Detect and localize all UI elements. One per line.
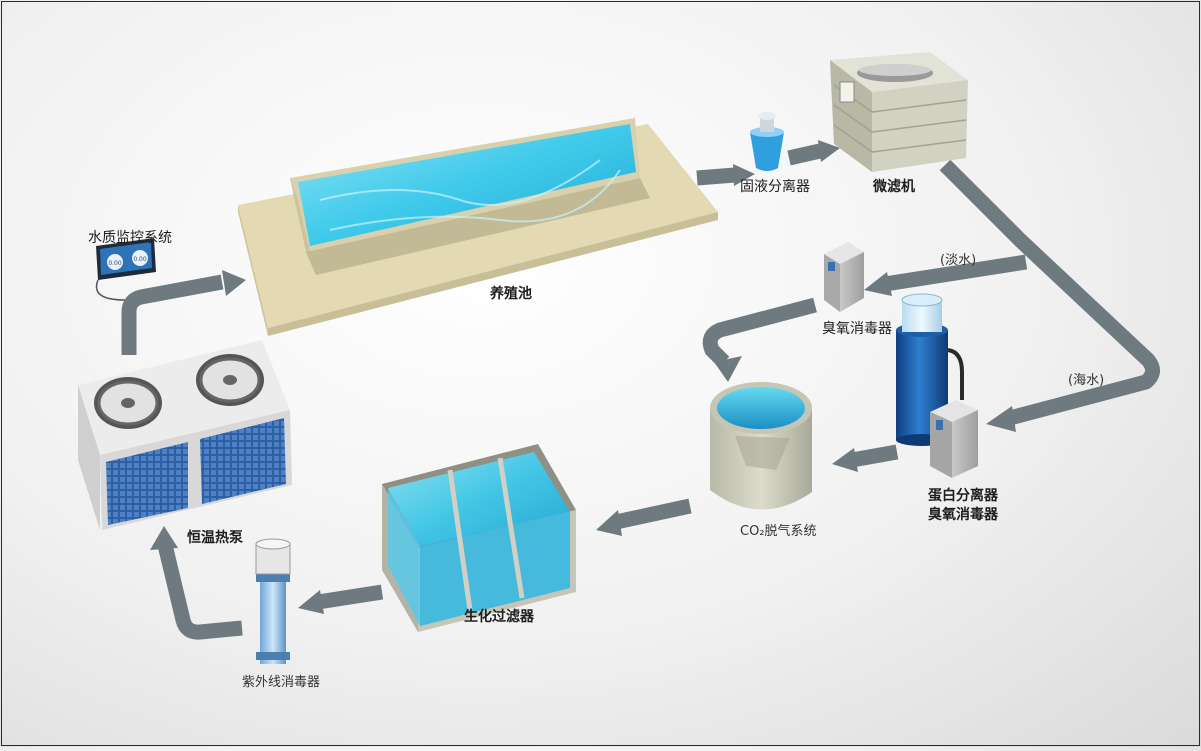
- label-water-quality-monitor: 水质监控系统: [88, 230, 172, 246]
- flow-arrowheads: [150, 140, 1016, 614]
- pipe-uv-to-heatpump: [157, 543, 243, 640]
- monitor-readout-1: 0.00: [108, 260, 122, 267]
- label-seawater: (海水): [1068, 373, 1105, 388]
- solid-liquid-separator: [750, 112, 784, 171]
- arrowhead: [298, 590, 324, 614]
- arrowhead: [832, 448, 858, 472]
- arrowhead: [596, 510, 622, 536]
- arrowhead: [714, 356, 742, 382]
- fan-icon: [196, 354, 264, 406]
- heat-pump: [78, 340, 292, 530]
- label-heat-pump: 恒温热泵: [187, 530, 243, 546]
- arrowhead: [150, 526, 178, 550]
- label-biochemical-filter: 生化过滤器: [464, 609, 534, 625]
- label-co2-degassing: CO₂脱气系统: [740, 524, 817, 539]
- label-freshwater: (淡水): [940, 253, 977, 268]
- label-solid-liquid-separator: 固液分离器: [740, 179, 810, 195]
- label-micro-filter: 微滤机: [873, 179, 915, 195]
- ozone-sterilizer-top: [824, 242, 864, 312]
- pipe-filter-seawater: [939, 159, 1160, 426]
- ozone-sterilizer-bottom: [930, 400, 978, 478]
- aquaculture-pond: [238, 118, 718, 336]
- label-uv-sterilizer: 紫外线消毒器: [242, 675, 321, 690]
- uv-sterilizer: [255, 538, 291, 664]
- arrowhead: [818, 140, 840, 162]
- pipe-separator-to-filter: [787, 143, 822, 166]
- flow-pipes: [121, 143, 1160, 640]
- arrowhead: [222, 270, 246, 296]
- arrowhead: [986, 406, 1016, 432]
- label-ozone-sterilizer-top: 臭氧消毒器: [822, 321, 892, 337]
- pipe-co2-to-biofilter: [614, 498, 692, 530]
- label-aquaculture-pond: 养殖池: [490, 286, 532, 302]
- pipe-freshwater-branch: [883, 254, 1028, 292]
- pipe-ozone-to-co2: [702, 297, 817, 368]
- arrowhead: [733, 164, 755, 186]
- pipe-biofilter-to-uv: [316, 584, 384, 610]
- micro-filter: [830, 52, 968, 172]
- arrowhead: [864, 272, 892, 296]
- label-protein-skimmer-line1: 蛋白分离器: [928, 488, 998, 504]
- label-protein-skimmer-line2: 臭氧消毒器: [928, 507, 998, 523]
- pipe-skimmer-to-co2: [850, 444, 899, 468]
- co2-degassing-tank: [710, 382, 812, 510]
- pipe-heatpump-to-pond: [121, 274, 224, 355]
- monitor-readout-2: 0.00: [133, 256, 147, 263]
- water-quality-monitor: 0.00 0.00: [95, 238, 156, 301]
- biochemical-filter: [382, 444, 576, 632]
- fan-icon: [94, 377, 162, 429]
- pipe-pond-to-separator: [696, 167, 736, 186]
